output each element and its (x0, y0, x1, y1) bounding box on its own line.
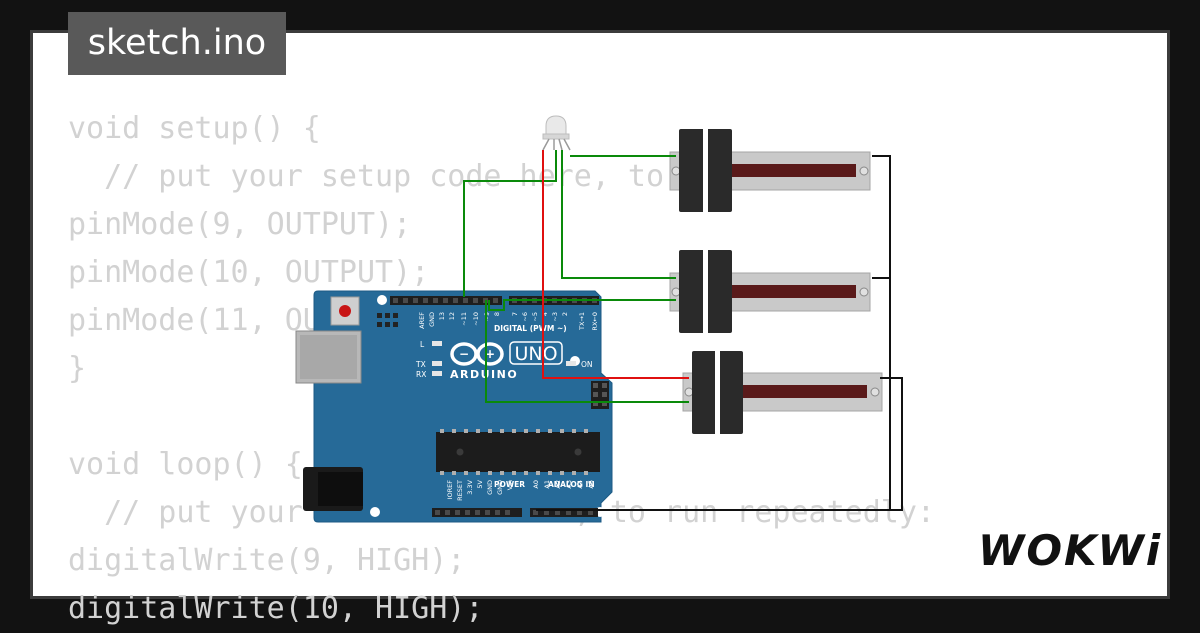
code-line: } (68, 351, 87, 386)
pin-label: 3.3V (466, 479, 474, 494)
pin-label: 5V (476, 479, 484, 488)
rgb-led[interactable] (542, 115, 571, 151)
pin-label: A0 (532, 480, 540, 489)
slide-potentiometer[interactable] (669, 250, 871, 333)
pin-label: 7 (511, 312, 519, 316)
led-tx (432, 361, 442, 366)
pin-label: A5 (587, 480, 595, 489)
pin-label: ~10 (472, 312, 480, 326)
code-line: void setup() { (68, 111, 321, 146)
led-l (432, 341, 442, 346)
slide-potentiometer[interactable] (669, 129, 871, 212)
led-label: TX (415, 360, 426, 369)
wires (463, 150, 903, 511)
board-brand: ARDUINO (450, 368, 518, 381)
svg-text:−: − (459, 347, 469, 361)
pin-label: 4 (541, 312, 549, 316)
wire-black (880, 377, 903, 511)
board-model: UNO (514, 343, 557, 365)
analog-header (530, 508, 598, 517)
pin-label: A1 (543, 480, 551, 489)
led-label: L (420, 340, 425, 349)
wire-red (542, 150, 689, 379)
code-line: pinMode(10, OUTPUT); (68, 255, 430, 290)
pin-label: ~3 (551, 312, 559, 322)
led-rx (432, 371, 442, 376)
slide-potentiometer[interactable] (682, 351, 883, 434)
pin-label: AREF (418, 312, 426, 329)
reset-button[interactable] (330, 296, 360, 326)
pin-label: Vin (506, 480, 514, 490)
pin-label: GND (486, 480, 494, 495)
wire-green (463, 150, 557, 297)
code-line: pinMode(9, OUTPUT); (68, 207, 412, 242)
led-label: RX (416, 370, 426, 379)
code-line: void loop() { (68, 447, 303, 482)
on-label: ON (581, 360, 593, 369)
led-on (566, 361, 576, 366)
wokwi-logo: WOKWi (978, 526, 1163, 575)
pin-label: A4 (576, 480, 584, 489)
code-line: // put your setup code here, to run once… (68, 159, 845, 194)
pin-label: GND (496, 480, 504, 495)
code-line: digitalWrite(10, HIGH); (68, 591, 484, 626)
pin-label: RX←0 (591, 312, 599, 331)
pin-label: RESET (456, 480, 464, 501)
wire-black (536, 155, 891, 511)
pin-label: TX→1 (578, 312, 586, 331)
wire-green (488, 299, 676, 311)
pin-label: GND (428, 312, 436, 327)
pin-label: 8 (493, 312, 501, 316)
wire-green (485, 300, 689, 403)
file-tab[interactable]: sketch.ino (68, 12, 286, 75)
pin-label: ~11 (460, 312, 468, 326)
svg-text:+: + (485, 347, 495, 361)
code-line: digitalWrite(9, HIGH); (68, 543, 466, 578)
pin-label: 13 (438, 312, 446, 320)
pin-label: 12 (448, 312, 456, 320)
pin-label: A2 (554, 480, 562, 489)
arduino-uno-board[interactable]: AREF GND 13 12 ~11 ~10 ~9 8 7 ~6 ~5 4 ~3… (295, 290, 613, 523)
pin-label: IOREF (446, 480, 454, 500)
pin-label: ~6 (521, 312, 529, 322)
pin-label: A3 (565, 480, 573, 489)
digital-label: DIGITAL (PWM ~) (494, 324, 567, 333)
pin-label: 2 (561, 312, 569, 316)
power-label: POWER (494, 480, 525, 489)
analog-label: ANALOG IN (548, 480, 595, 489)
pin-label: ~5 (531, 312, 539, 322)
wire-green (561, 150, 676, 279)
arduino-infinity-icon (450, 342, 504, 366)
